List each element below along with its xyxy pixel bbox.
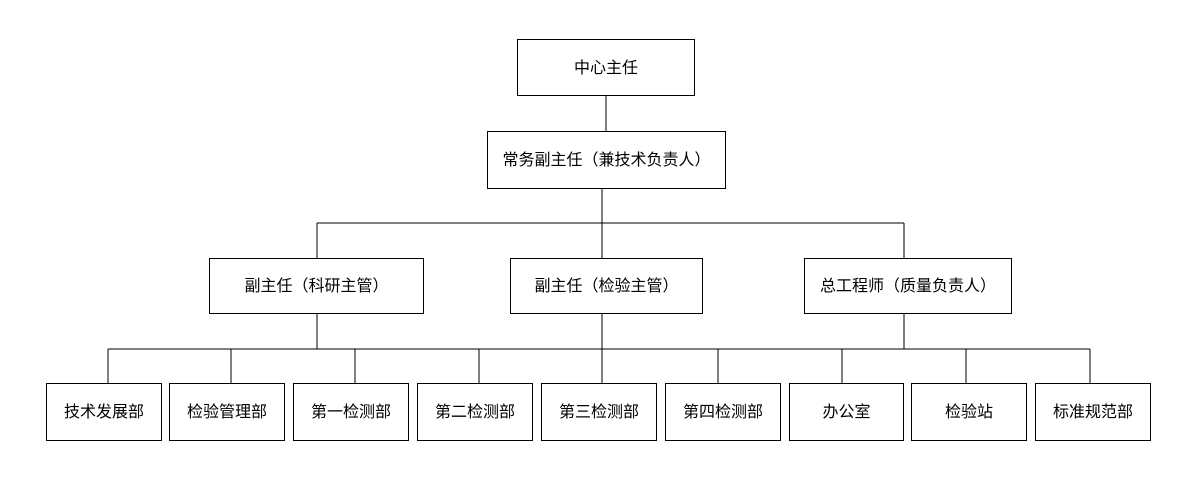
department-label: 第三检测部 <box>558 402 639 421</box>
department-box: 第二检测部 <box>417 383 533 441</box>
department-label: 标准规范部 <box>1052 402 1133 421</box>
department-box: 技术发展部 <box>46 383 162 441</box>
deputy-research-box: 副主任（科研主管） <box>209 258 424 314</box>
chief-engineer-label: 总工程师（质量负责人） <box>819 276 996 295</box>
department-box: 第四检测部 <box>665 383 781 441</box>
department-label: 第二检测部 <box>434 402 515 421</box>
department-box: 标准规范部 <box>1035 383 1151 441</box>
deputy-inspection-box: 副主任（检验主管） <box>510 258 703 314</box>
department-label: 第四检测部 <box>682 402 763 421</box>
department-box: 检验管理部 <box>169 383 285 441</box>
department-label: 检验管理部 <box>186 402 267 421</box>
department-label: 检验站 <box>944 402 993 421</box>
chief-engineer-box: 总工程师（质量负责人） <box>804 258 1012 314</box>
director-box: 中心主任 <box>517 39 695 96</box>
executive-deputy-label: 常务副主任（兼技术负责人） <box>502 150 711 169</box>
department-label: 第一检测部 <box>310 402 391 421</box>
executive-deputy-box: 常务副主任（兼技术负责人） <box>487 131 726 189</box>
director-label: 中心主任 <box>573 57 638 77</box>
deputy-inspection-label: 副主任（检验主管） <box>534 276 679 295</box>
department-label: 办公室 <box>822 402 871 421</box>
department-label: 技术发展部 <box>63 402 144 421</box>
department-box: 检验站 <box>911 383 1027 441</box>
department-box: 第一检测部 <box>293 383 409 441</box>
department-box: 办公室 <box>789 383 904 441</box>
department-box: 第三检测部 <box>541 383 657 441</box>
deputy-research-label: 副主任（科研主管） <box>244 276 389 295</box>
